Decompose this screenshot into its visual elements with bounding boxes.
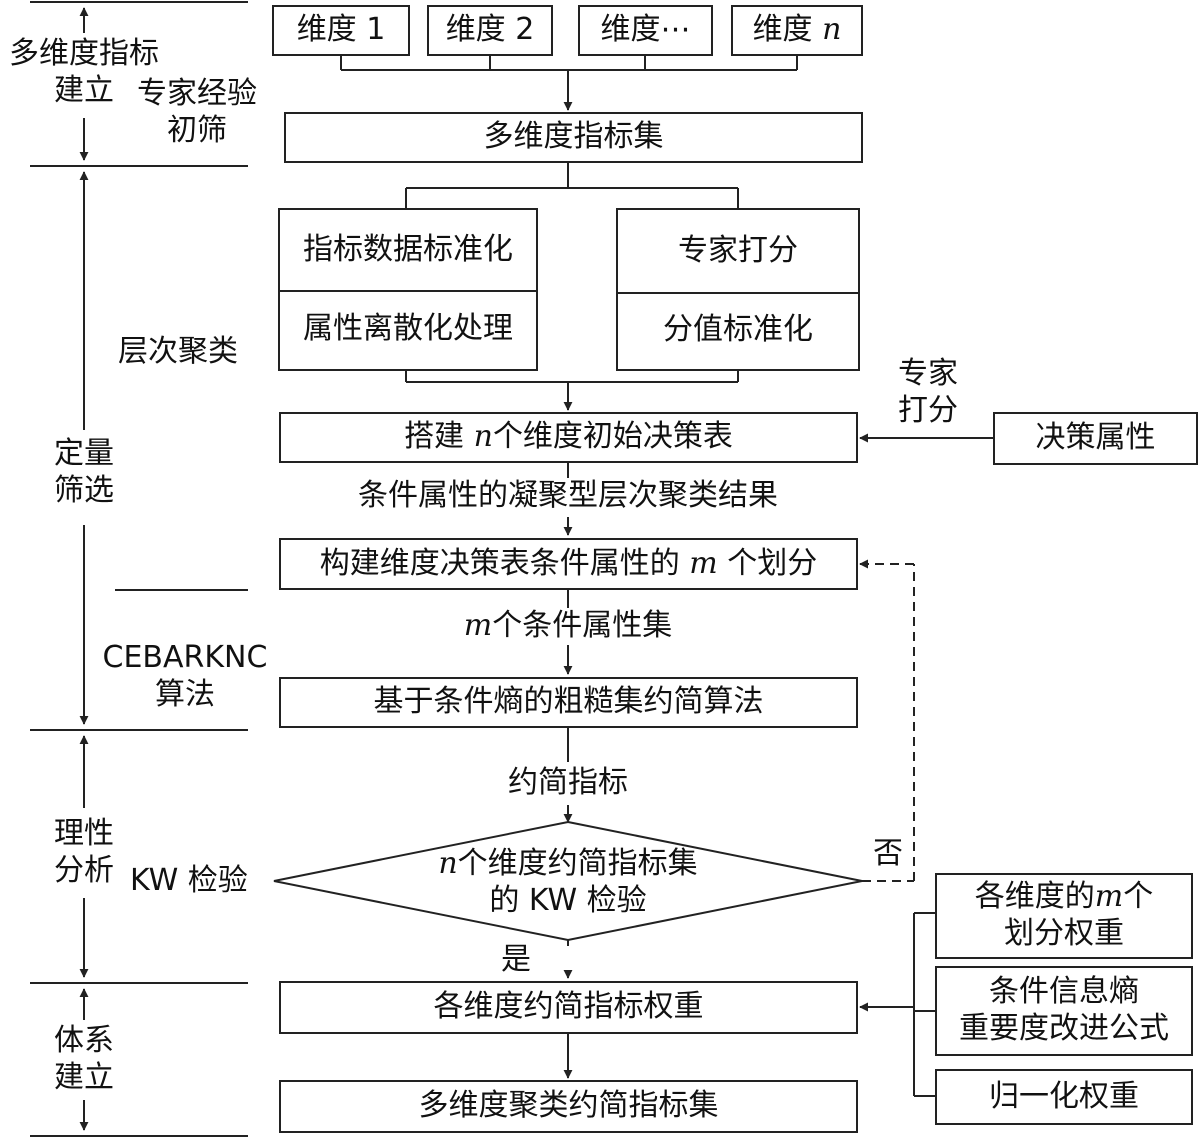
reduction-algorithm-label: 基于条件熵的粗糙集约简算法 — [373, 684, 764, 720]
partition-weight-line2: 划分权重 — [1003, 916, 1124, 951]
build-table-post: 个维度初始决策表 — [492, 419, 733, 455]
expert-score-label-top: 专家打分 — [678, 232, 798, 268]
stage3-line2: 分析 — [54, 852, 114, 888]
stage-rational-analysis: 理性 分析 — [40, 816, 128, 889]
dimension-weight-box: 各维度约简指标权重 — [279, 981, 858, 1034]
expert-score-line1: 专家 — [898, 356, 958, 391]
yes-label: 是 — [501, 942, 531, 977]
dimension-box-2: 维度 2 — [427, 5, 553, 56]
partition-weight-pre: 各维度的 — [974, 879, 1095, 915]
cluster-result-label: 条件属性的凝聚型层次聚类结果 — [358, 478, 778, 513]
standardize-box: 指标数据标准化 属性离散化处理 — [278, 208, 538, 371]
partition-weight-box: 各维度的m个 划分权重 — [935, 873, 1193, 959]
stage4-line2: 建立 — [54, 1059, 114, 1095]
cebarknc-line2: 算法 — [155, 676, 215, 712]
kw-diamond-line1: 个维度约简指标集 — [457, 846, 698, 881]
entropy-line1: 条件信息熵 — [989, 974, 1139, 1010]
dimension-box-1: 维度 1 — [272, 5, 410, 56]
build-table-pre: 搭建 — [404, 419, 474, 455]
index-set-box: 多维度指标集 — [284, 112, 863, 163]
stage1-line2: 建立 — [54, 72, 114, 108]
normalize-weight-label: 归一化权重 — [989, 1078, 1139, 1114]
attr-sets-text: 个条件属性集 — [492, 608, 673, 643]
final-index-set-label: 多维度聚类约简指标集 — [418, 1088, 719, 1124]
dimension-2-label: 维度 2 — [445, 12, 535, 48]
partition-post: 个划分 — [717, 545, 818, 581]
kw-diamond-var: n — [438, 846, 458, 881]
build-table-var: n — [473, 419, 493, 455]
score-standardize-cell: 分值标准化 — [618, 292, 858, 369]
stage-index-build: 多维度指标 建立 — [0, 36, 168, 109]
stage-quant-screen: 定量 筛选 — [40, 436, 128, 509]
dimension-n-var: n — [822, 12, 842, 48]
expert-score-arrow-label: 专家 打分 — [884, 356, 972, 429]
discretize-cell: 属性离散化处理 — [280, 290, 536, 369]
partition-pre: 构建维度决策表条件属性的 — [319, 545, 690, 581]
decision-attribute-box: 决策属性 — [993, 412, 1198, 465]
normalize-weight-box: 归一化权重 — [935, 1069, 1193, 1125]
stage1-line1: 多维度指标 — [9, 36, 159, 71]
partition-box: 构建维度决策表条件属性的 m 个划分 — [279, 538, 858, 590]
stage2-line2: 筛选 — [54, 472, 114, 508]
standardize-cell-top: 指标数据标准化 — [280, 210, 536, 292]
dimension-1-label: 维度 1 — [296, 12, 386, 48]
partition-weight-post: 个 — [1123, 879, 1154, 915]
entropy-line2: 重要度改进公式 — [959, 1011, 1169, 1046]
standardize-label: 指标数据标准化 — [303, 231, 513, 267]
dimension-n-prefix: 维度 — [752, 12, 823, 48]
attr-sets-label: m个条件属性集 — [380, 608, 756, 645]
kw-decision-diamond — [273, 820, 863, 942]
kw-diamond-line2: 的 KW 检验 — [489, 882, 647, 918]
kw-diamond-text: n个维度约简指标集 的 KW 检验 — [368, 846, 768, 919]
no-label: 否 — [873, 836, 903, 871]
decision-attribute-label: 决策属性 — [1035, 420, 1156, 456]
final-index-set-box: 多维度聚类约简指标集 — [279, 1080, 858, 1133]
method-hier-cluster: 层次聚类 — [118, 334, 238, 369]
stage4-line1: 体系 — [54, 1023, 114, 1058]
reduced-index-label: 约简指标 — [508, 765, 628, 800]
expert-screen-line2: 初筛 — [167, 112, 227, 148]
dimension-box-ellipsis: 维度⋯ — [578, 5, 713, 56]
dimension-box-n: 维度 n — [731, 5, 863, 56]
attr-sets-var: m — [463, 608, 493, 643]
method-cebarknc: CEBARKNC 算法 — [90, 640, 280, 713]
index-set-label: 多维度指标集 — [483, 119, 664, 155]
expert-screen-line1: 专家经验 — [137, 76, 257, 111]
cebarknc-line1: CEBARKNC — [102, 640, 268, 675]
dimension-ellipsis-label: 维度⋯ — [600, 12, 691, 48]
method-kw-test: KW 检验 — [130, 863, 248, 898]
expert-score-line2: 打分 — [898, 392, 958, 428]
expert-score-box: 专家打分 分值标准化 — [616, 208, 860, 371]
stage2-line1: 定量 — [54, 436, 114, 471]
method-expert-screen: 专家经验 初筛 — [137, 76, 257, 149]
stage3-line1: 理性 — [54, 816, 114, 851]
stage-system-build: 体系 建立 — [40, 1023, 128, 1096]
dimension-weight-label: 各维度约简指标权重 — [433, 989, 704, 1025]
discretize-label: 属性离散化处理 — [303, 311, 513, 347]
partition-weight-var: m — [1094, 879, 1124, 915]
partition-var: m — [689, 545, 718, 581]
entropy-formula-box: 条件信息熵 重要度改进公式 — [935, 966, 1193, 1056]
score-standardize-label: 分值标准化 — [663, 312, 813, 348]
expert-score-cell-top: 专家打分 — [618, 210, 858, 294]
reduction-algorithm-box: 基于条件熵的粗糙集约简算法 — [279, 677, 858, 728]
